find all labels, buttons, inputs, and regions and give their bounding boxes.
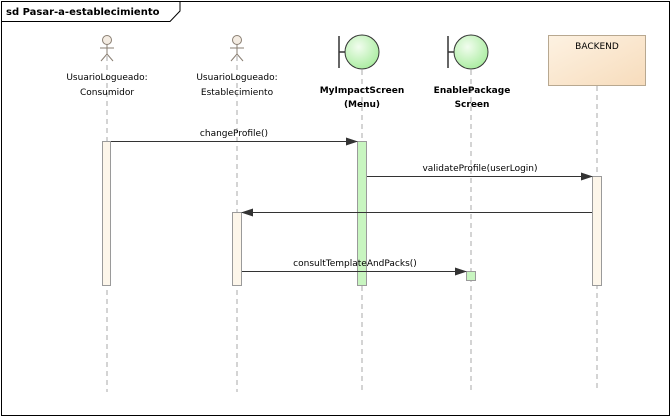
activation-enablepackage	[466, 271, 476, 281]
boundary-icon	[447, 34, 489, 70]
frame-title-tab	[1, 1, 181, 22]
backend-label: BACKEND	[575, 42, 619, 52]
lifeline-label-line1: EnablePackage	[434, 86, 511, 96]
lifeline-label-line2: Screen	[455, 100, 490, 110]
lifeline-label-line1: UsuarioLogueado:	[196, 73, 277, 83]
actor-consumidor: UsuarioLogueado: Consumidor	[66, 35, 148, 98]
boundary-enablepackage: EnablePackage Screen	[434, 34, 511, 110]
activation-myimpact	[357, 141, 367, 286]
activation-backend	[592, 176, 602, 286]
activations	[102, 141, 602, 286]
message-label: changeProfile()	[200, 129, 268, 139]
boundary-myimpact: MyImpactScreen (Menu)	[320, 34, 405, 110]
actor-establecimiento: UsuarioLogueado: Establecimiento	[196, 35, 278, 98]
activation-establecimiento	[232, 212, 242, 286]
message-consult-template: consultTemplateAndPacks()	[242, 259, 467, 276]
message-label: validateProfile(userLogin)	[422, 164, 537, 174]
activation-consumidor	[102, 141, 111, 286]
frame-title: sd Pasar-a-establecimiento	[6, 7, 160, 18]
message-validate-profile: validateProfile(userLogin)	[367, 164, 593, 181]
lifeline-label-line2: Consumidor	[80, 88, 134, 98]
actor-icon	[100, 35, 114, 62]
actor-icon	[230, 35, 244, 62]
backend-box	[548, 35, 646, 86]
messages: changeProfile() validateProfile(userLogi…	[111, 129, 593, 276]
lifeline-label-line2: Establecimiento	[201, 88, 274, 98]
component-backend: BACKEND	[548, 35, 646, 86]
lifeline-label-line1: UsuarioLogueado:	[66, 73, 147, 83]
lifeline-label-line2: (Menu)	[344, 100, 380, 110]
message-label: consultTemplateAndPacks()	[293, 259, 417, 269]
lifeline-label-line1: MyImpactScreen	[320, 86, 405, 96]
message-change-profile: changeProfile()	[111, 129, 358, 146]
boundary-icon	[338, 34, 380, 70]
